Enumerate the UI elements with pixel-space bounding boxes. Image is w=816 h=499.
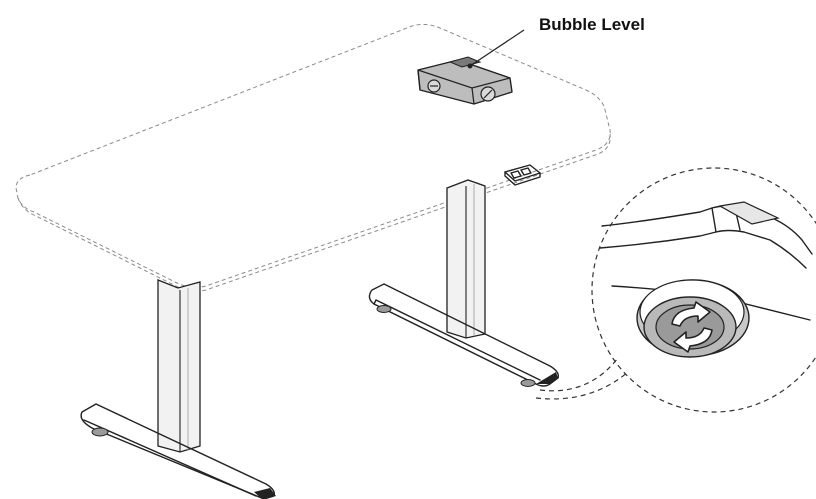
leveling-foot <box>636 279 750 358</box>
rear-leg-column <box>446 179 486 339</box>
rear-foot <box>368 283 560 387</box>
bubble-level-callout: Bubble Level <box>467 15 645 69</box>
detail-view <box>535 167 816 413</box>
rear-foot-pad-right <box>520 379 536 387</box>
bubble-level-label: Bubble Level <box>539 15 645 34</box>
tabletop-outline <box>15 23 611 292</box>
rotate-arrows-icon <box>671 301 713 353</box>
front-foot <box>80 403 276 499</box>
rear-foot-pad-left <box>376 305 392 313</box>
control-panel <box>504 164 541 186</box>
front-foot-pad-left <box>91 427 109 437</box>
bubble-level-icon <box>417 56 513 105</box>
front-leg-column <box>157 279 201 453</box>
